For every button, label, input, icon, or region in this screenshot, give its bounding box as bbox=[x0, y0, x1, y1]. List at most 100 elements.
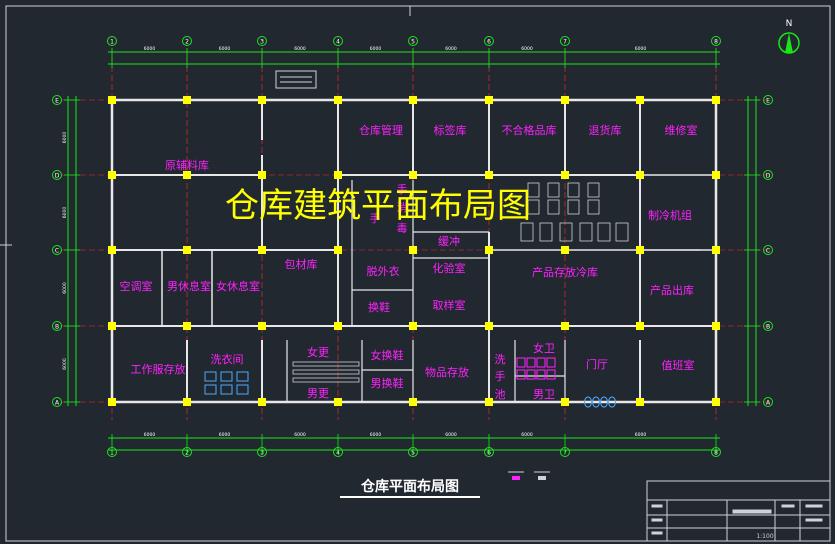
grid-bubble bbox=[484, 36, 494, 46]
locker-bench bbox=[292, 361, 360, 367]
room-warehouse-mgmt: 仓库管理 bbox=[359, 123, 403, 137]
dimension-text: 6000 bbox=[445, 432, 457, 438]
structural-column bbox=[712, 322, 720, 330]
structural-column bbox=[108, 246, 116, 254]
dimension-text: 6000 bbox=[62, 358, 68, 370]
room-product-out: 产品出库 bbox=[650, 283, 694, 297]
dimension-text: 6000 bbox=[62, 282, 68, 294]
grid-bubble-label: E bbox=[766, 98, 770, 105]
grid-bubble bbox=[333, 36, 343, 46]
structural-column bbox=[334, 246, 342, 254]
grid-bubble bbox=[52, 95, 62, 105]
north-arrow-icon bbox=[785, 33, 793, 53]
washing-machine-icon bbox=[204, 371, 217, 382]
structural-column bbox=[334, 171, 342, 179]
structural-column bbox=[712, 96, 720, 104]
cold-rack bbox=[547, 199, 560, 215]
grid-bubble bbox=[52, 397, 62, 407]
dimension-text: 6000 bbox=[62, 132, 68, 144]
structural-column bbox=[561, 322, 569, 330]
room-outer-coat: 脱外衣 bbox=[367, 264, 400, 278]
room-male-shoe: 男换鞋 bbox=[371, 376, 404, 390]
structural-column bbox=[258, 322, 266, 330]
cold-rack bbox=[567, 182, 580, 198]
washing-machine-icon bbox=[236, 371, 249, 382]
washing-machine-icon bbox=[204, 384, 217, 395]
dimension-text: 6000 bbox=[144, 46, 156, 52]
dimension-text: 6000 bbox=[370, 432, 382, 438]
grid-bubble bbox=[560, 36, 570, 46]
north-label: N bbox=[786, 19, 793, 29]
grid-bubble-label: 8 bbox=[714, 39, 718, 46]
dimension-text: 6000 bbox=[62, 207, 68, 219]
cold-rack bbox=[587, 182, 600, 198]
title-block-mark bbox=[805, 518, 823, 522]
grid-bubble-label: A bbox=[766, 400, 771, 407]
dimension-text: 6000 bbox=[144, 432, 156, 438]
cold-rack bbox=[539, 222, 553, 242]
grid-bubble bbox=[763, 170, 773, 180]
grid-bubble-label: 5 bbox=[411, 39, 415, 46]
room-wash-hand-1: 手 bbox=[397, 182, 408, 196]
structural-column bbox=[561, 398, 569, 406]
washing-machine-icon bbox=[220, 384, 233, 395]
grid-bubble-label: D bbox=[766, 173, 771, 180]
title-block-mark bbox=[651, 531, 663, 535]
door-swing-icon bbox=[608, 396, 616, 408]
structural-column bbox=[183, 171, 191, 179]
structural-column bbox=[258, 171, 266, 179]
structural-column bbox=[108, 171, 116, 179]
grid-bubble bbox=[711, 36, 721, 46]
structural-column bbox=[636, 398, 644, 406]
cold-rack bbox=[547, 182, 560, 198]
title-block-frame bbox=[646, 480, 831, 542]
dimension-text: 6000 bbox=[219, 432, 231, 438]
room-wash-b: 手 bbox=[495, 369, 506, 383]
cold-rack bbox=[520, 222, 534, 242]
cold-rack bbox=[579, 222, 593, 242]
grid-bubble-label: C bbox=[55, 248, 59, 255]
washing-machine-icon bbox=[236, 384, 249, 395]
room-raw-material: 原辅料库 bbox=[165, 158, 209, 172]
structural-column bbox=[183, 246, 191, 254]
cold-rack bbox=[587, 199, 600, 215]
grid-bubble-label: D bbox=[55, 173, 60, 180]
room-female-shoe: 女换鞋 bbox=[371, 348, 404, 362]
grid-bubble-label: E bbox=[55, 98, 59, 105]
dimension-text: 6000 bbox=[521, 432, 533, 438]
toilet-stall-icon bbox=[536, 357, 546, 368]
locker-bench bbox=[292, 377, 360, 383]
structural-column bbox=[258, 246, 266, 254]
dimension-text: 6000 bbox=[294, 46, 306, 52]
scale-legend-mark bbox=[512, 476, 520, 480]
grid-bubble-label: C bbox=[766, 248, 770, 255]
grid-bubble bbox=[182, 36, 192, 46]
structural-column bbox=[485, 398, 493, 406]
room-work-clothes: 工作服存放 bbox=[131, 362, 186, 376]
structural-column bbox=[108, 398, 116, 406]
grid-bubble-label: 4 bbox=[336, 39, 340, 46]
grid-bubble bbox=[107, 36, 117, 46]
scale-legend-mark bbox=[538, 476, 546, 480]
grid-bubble bbox=[52, 321, 62, 331]
columns bbox=[108, 96, 720, 406]
structural-column bbox=[409, 398, 417, 406]
room-labels: 原辅料库 仓库管理 标签库 不合格品库 退货库 维修室 手 消 毒 手 缓冲 制… bbox=[120, 123, 698, 401]
structural-column bbox=[636, 246, 644, 254]
toilet-stall-icon bbox=[516, 357, 526, 368]
room-female-rest: 女休息室 bbox=[216, 279, 260, 293]
room-wash-hand-2: 消 bbox=[397, 200, 408, 214]
washing-machine-icon bbox=[220, 371, 233, 382]
grid-bubble bbox=[408, 36, 418, 46]
structural-column bbox=[712, 398, 720, 406]
dimension-text: 6000 bbox=[521, 46, 533, 52]
grid-bubble bbox=[763, 245, 773, 255]
room-wash-a: 洗 bbox=[495, 353, 506, 366]
toilet-stall-icon bbox=[546, 369, 556, 380]
structural-column bbox=[258, 96, 266, 104]
structural-column bbox=[183, 322, 191, 330]
room-female-wc: 女卫 bbox=[533, 341, 555, 355]
toilet-stall-icon bbox=[536, 369, 546, 380]
drawing-caption: 仓库平面布局图 bbox=[360, 478, 459, 495]
room-reject-store: 不合格品库 bbox=[502, 123, 557, 137]
